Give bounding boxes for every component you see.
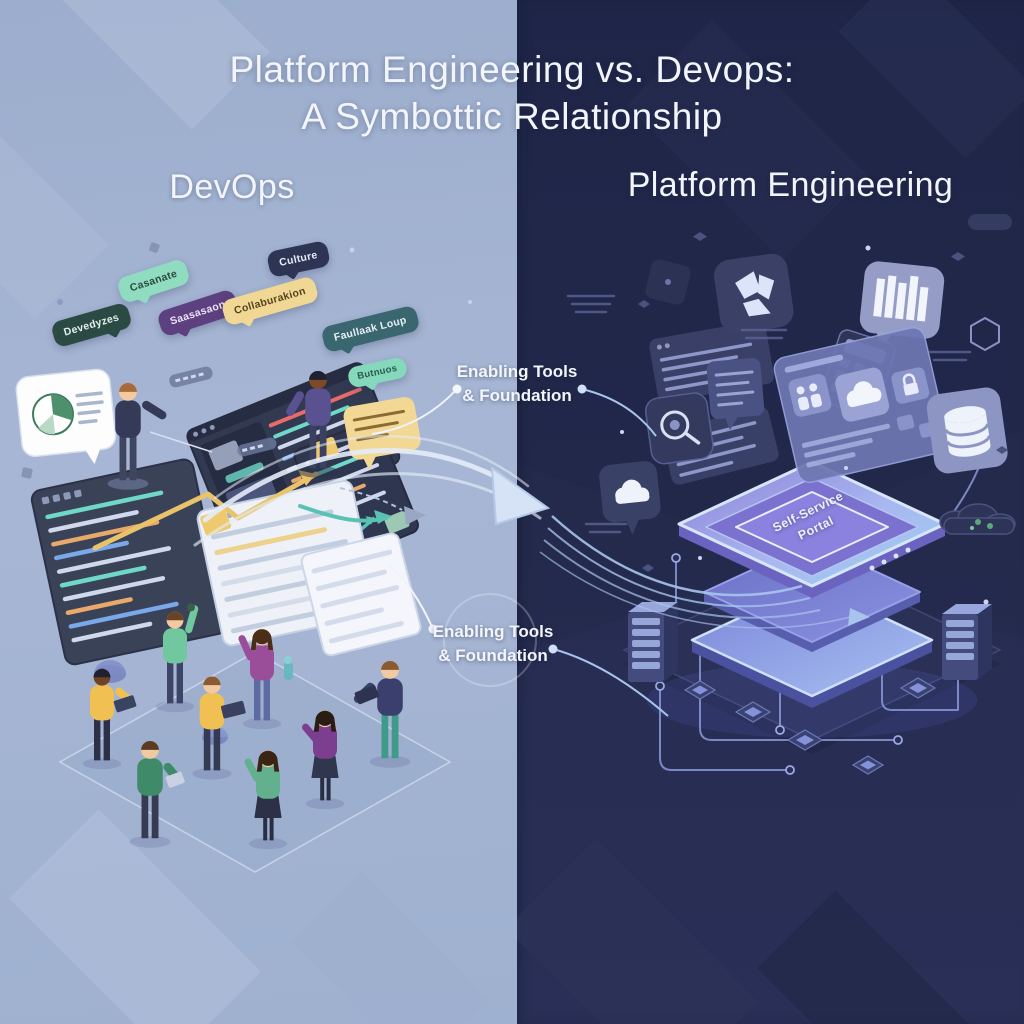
page-title: Platform Engineering vs. Devops: A Symbo… — [0, 46, 1024, 141]
label-line: Enabling Tools — [456, 362, 578, 381]
devops-background — [0, 0, 517, 1024]
title-line-2: A Symbottic Relationship — [301, 96, 723, 138]
devops-heading: DevOps — [169, 168, 295, 206]
bg-diamond — [757, 890, 977, 1024]
label-line: & Foundation — [438, 645, 548, 665]
platform-engineering-heading: Platform Engineering — [627, 166, 954, 204]
bg-diamond — [8, 808, 262, 1024]
bg-diamond — [517, 838, 759, 1024]
label-line: & Foundation — [462, 385, 572, 405]
bg-diamond — [0, 110, 110, 320]
enabling-tools-label-bottom: Enabling Tools & Foundation — [408, 620, 578, 668]
bubble-text: Culture — [278, 249, 319, 269]
bg-diamond — [291, 871, 489, 1024]
enabling-tools-label-top: Enabling Tools & Foundation — [432, 360, 602, 408]
label-line: Enabling Tools — [432, 622, 554, 641]
title-line-1: Platform Engineering vs. Devops: — [229, 49, 795, 90]
platform-background — [517, 0, 1024, 1024]
